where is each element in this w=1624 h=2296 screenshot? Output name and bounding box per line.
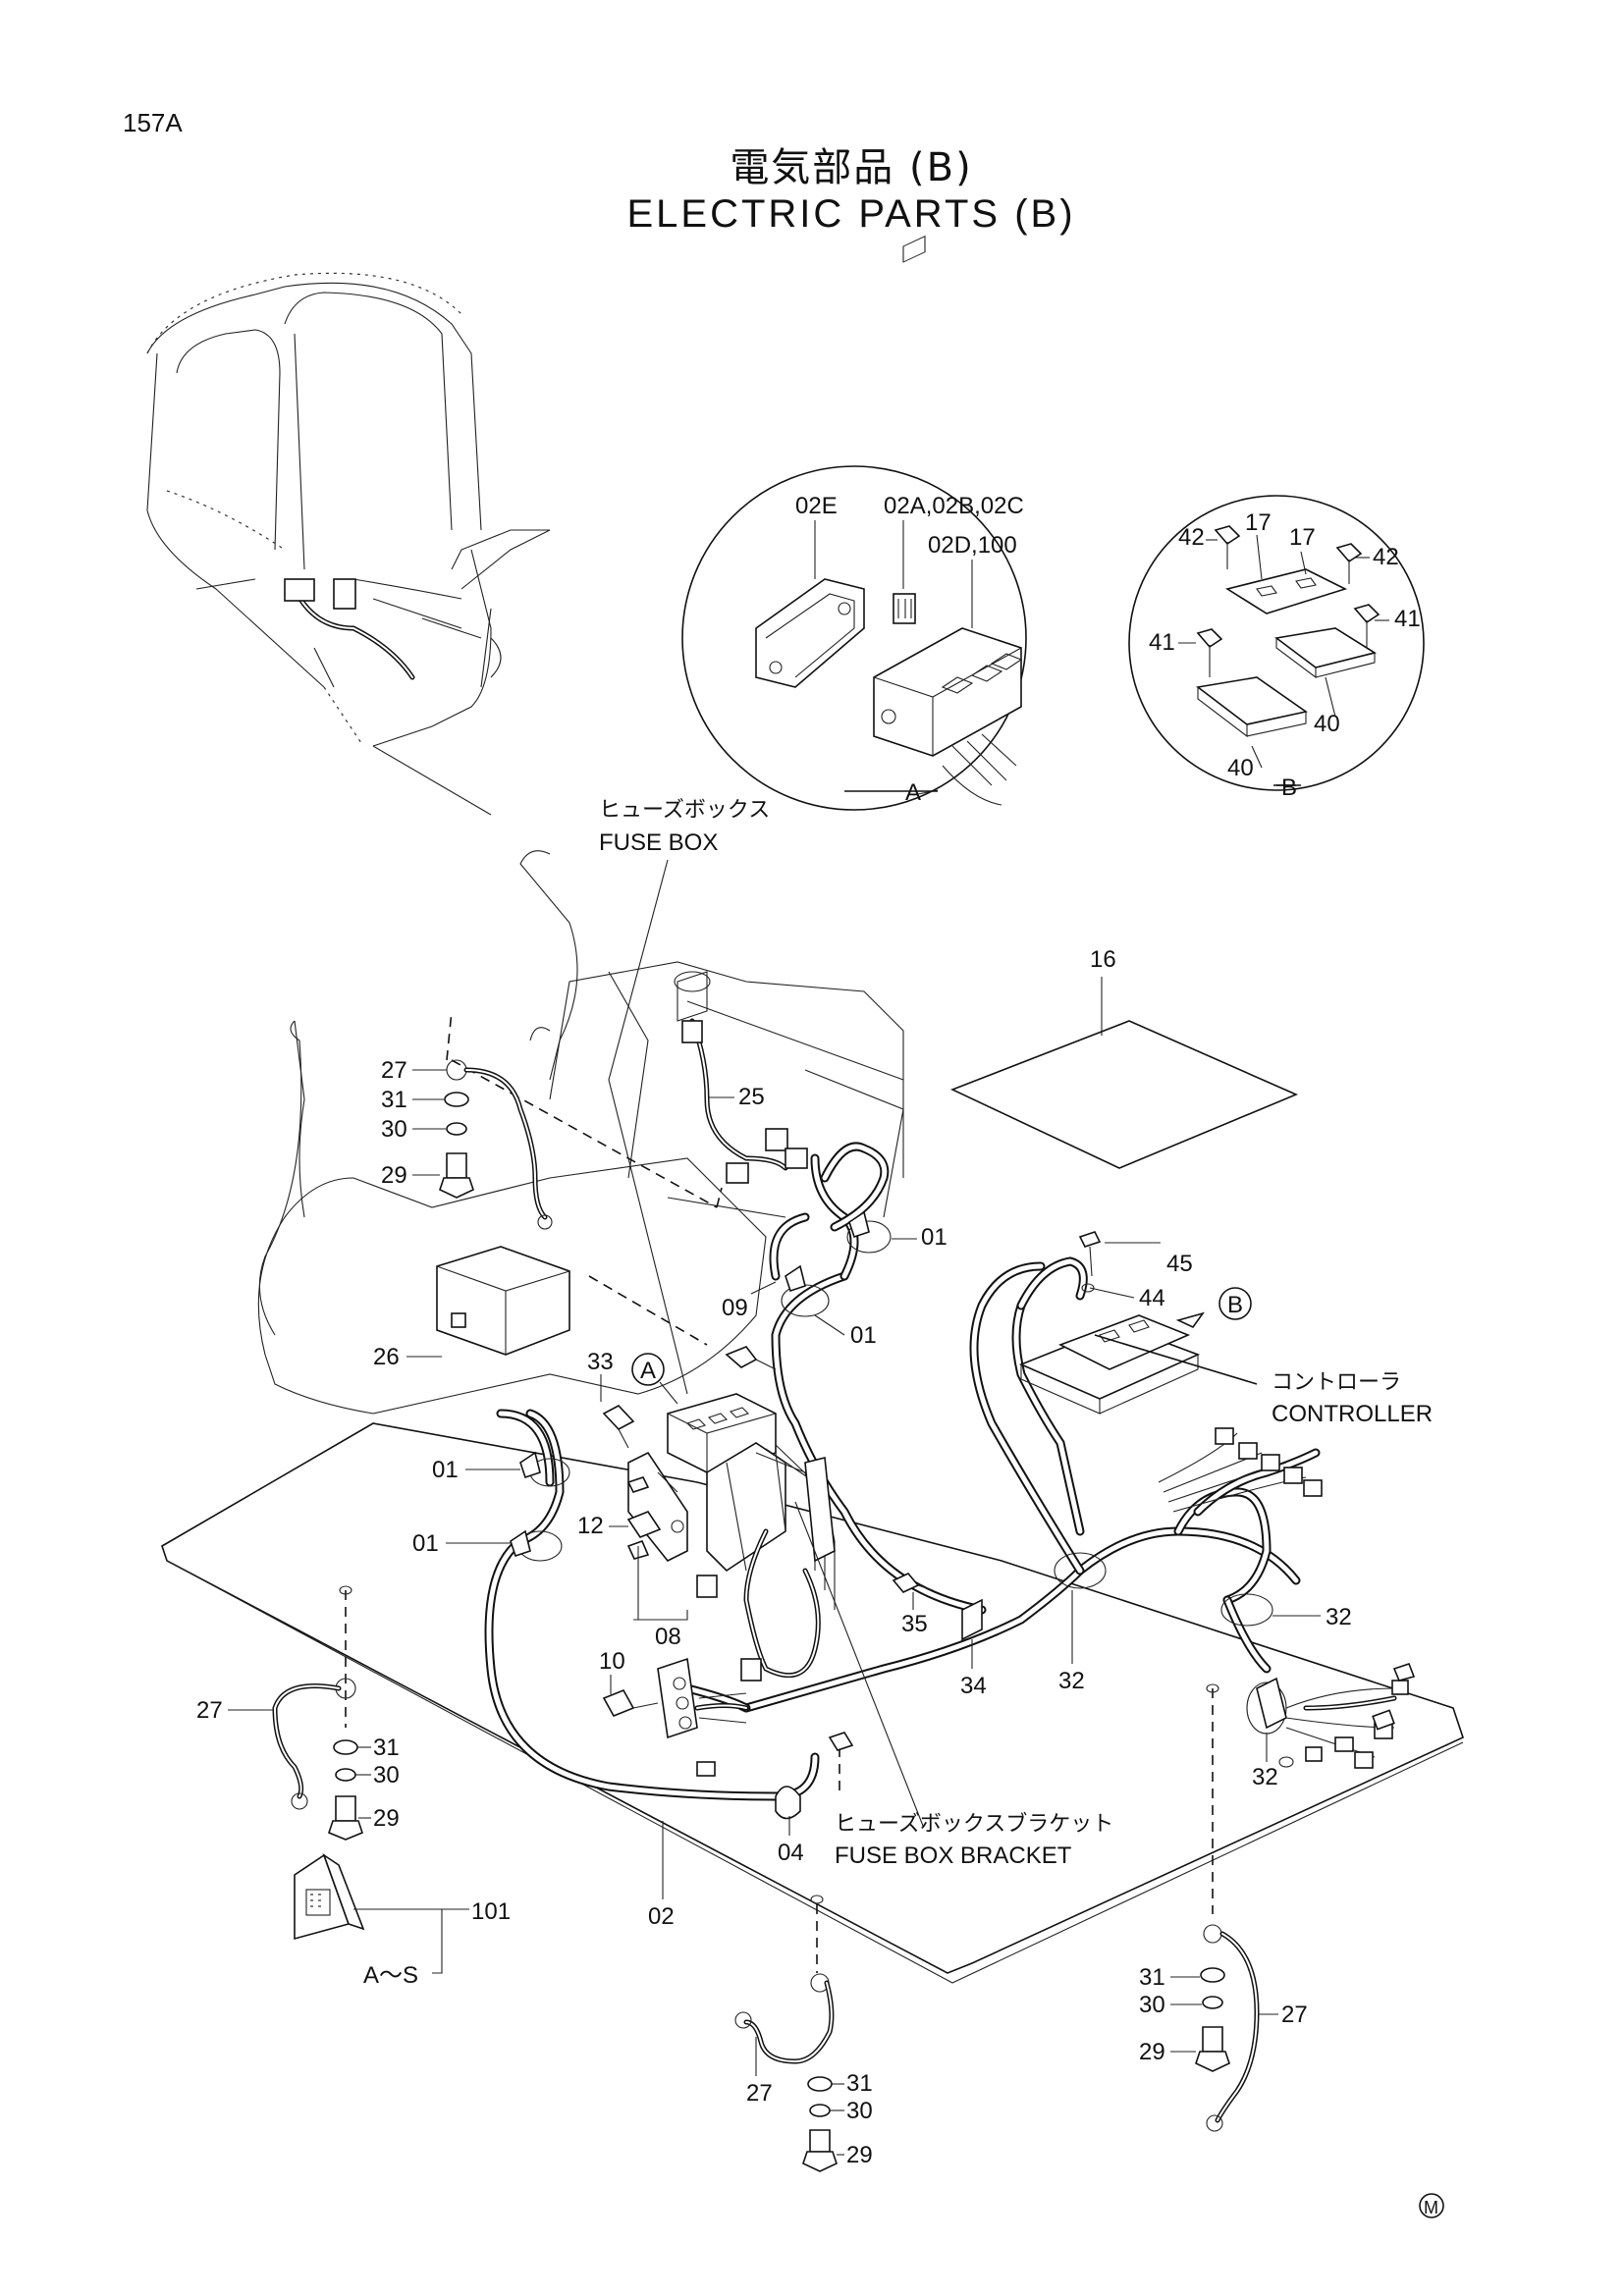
- fuse-box-bracket-label-japanese: ヒューズボックスブラケット: [835, 1812, 1113, 1837]
- label-26: 26: [373, 1344, 400, 1370]
- label-31-group-2: 31: [373, 1735, 400, 1761]
- detail-a-fuse-box: 02E 02A,02B,02C 02D,100 A: [681, 235, 1027, 811]
- label-31-group-4: 31: [1139, 1964, 1165, 1991]
- detail-b-controller-bracket: 42 17 17 42 41 41 40 40 B: [1128, 495, 1425, 801]
- circle-b-label: B: [1227, 1292, 1243, 1318]
- label-31-group-3: 31: [846, 2070, 873, 2097]
- label-45: 45: [1166, 1251, 1193, 1277]
- ground-strap-group-3: [734, 1895, 838, 2172]
- excavator-cab-illustration: [146, 272, 551, 816]
- circle-a-marker: [631, 1353, 665, 1386]
- label-01-a: 01: [921, 1224, 947, 1251]
- fuse-box-bracket-callout: ヒューズボックスブラケット FUSE BOX BRACKET: [794, 1501, 1113, 1869]
- label-01-c: 01: [432, 1457, 459, 1483]
- label-29-group-2: 29: [373, 1805, 400, 1832]
- manual-101: 101 A～S: [294, 1852, 511, 1989]
- label-33: 33: [587, 1349, 614, 1375]
- label-01-d: 01: [412, 1530, 439, 1557]
- bolt-35-and-clamp-34: [892, 1573, 983, 1641]
- label-27-group-3: 27: [746, 2080, 773, 2107]
- label-02a-02b-02c: 02A,02B,02C: [884, 493, 1024, 519]
- circle-a-label: A: [640, 1358, 656, 1384]
- part-number-labels: 45 44 25 01 01 01 01 09 26 33 12 08 10 3…: [196, 1057, 1352, 2168]
- m-mark: M: [1424, 2198, 1438, 2217]
- clamps-01: [510, 1210, 892, 1562]
- label-25: 25: [738, 1084, 765, 1110]
- page-title: ELECTRIC PARTS (B): [626, 192, 1076, 236]
- label-31-group-1: 31: [381, 1087, 407, 1113]
- floor-plate: [161, 850, 1464, 1984]
- ground-strap-group-2: [272, 1585, 363, 1841]
- label-32-c: 32: [1252, 1764, 1278, 1790]
- label-29-group-4: 29: [1139, 2039, 1165, 2065]
- detail-b-callout-label: B: [1281, 774, 1297, 801]
- fuse-box-label: FUSE BOX: [599, 829, 718, 856]
- fuse-box-bracket-label: FUSE BOX BRACKET: [835, 1842, 1072, 1869]
- relay-10: [602, 1657, 749, 1739]
- label-29-group-1: 29: [381, 1162, 407, 1189]
- ground-strap-group-4: [1195, 1683, 1260, 2132]
- label-08: 08: [655, 1624, 681, 1650]
- page-number: 157A: [123, 108, 183, 137]
- main-harness-02: [484, 1142, 1321, 1801]
- part-16-sheet: 16: [949, 946, 1299, 1169]
- label-04: 04: [778, 1840, 804, 1866]
- label-30-group-2: 30: [373, 1762, 400, 1789]
- fuse-box-callout: ヒューズボックス FUSE BOX: [599, 798, 770, 1395]
- label-42-left: 42: [1178, 524, 1205, 551]
- page-title-japanese: 電気部品 (B): [730, 145, 973, 190]
- clamp-04: [696, 1732, 854, 1820]
- controller-label-japanese: コントローラ: [1272, 1370, 1401, 1395]
- label-41-right: 41: [1394, 606, 1421, 632]
- label-09: 09: [722, 1295, 748, 1321]
- label-41-left: 41: [1149, 629, 1175, 656]
- controller-label: CONTROLLER: [1272, 1401, 1433, 1427]
- label-27-group-2: 27: [196, 1697, 223, 1724]
- harness-25: [674, 971, 808, 1184]
- label-44: 44: [1139, 1285, 1165, 1311]
- label-27-group-1: 27: [381, 1057, 407, 1084]
- label-17-left: 17: [1245, 509, 1272, 536]
- label-30-group-3: 30: [846, 2098, 873, 2124]
- label-40-bottom: 40: [1227, 755, 1254, 781]
- label-32-b: 32: [1326, 1604, 1352, 1630]
- label-a-to-s: A～S: [363, 1962, 418, 1989]
- controller-unit: B: [1016, 1231, 1323, 1513]
- ground-strap-group-1: [439, 1059, 553, 1230]
- right-connectors: [1054, 1552, 1416, 1769]
- battery-box: [436, 1246, 570, 1356]
- label-40-right: 40: [1314, 711, 1340, 737]
- label-02e: 02E: [795, 493, 838, 519]
- label-29-group-3: 29: [846, 2142, 873, 2168]
- label-30-group-4: 30: [1139, 1992, 1165, 2018]
- label-02d-100: 02D,100: [928, 532, 1017, 559]
- label-35: 35: [901, 1611, 928, 1637]
- fuse-box-main: [627, 1393, 836, 1682]
- label-101: 101: [471, 1898, 511, 1925]
- label-32-a: 32: [1058, 1668, 1085, 1694]
- label-30-group-1: 30: [381, 1116, 407, 1143]
- label-01-b: 01: [850, 1322, 877, 1349]
- fuse-box-label-japanese: ヒューズボックス: [599, 798, 770, 823]
- fuse-box-hardware: [602, 1346, 777, 1560]
- detail-a-callout-label: A: [905, 779, 921, 806]
- label-10: 10: [599, 1648, 625, 1675]
- label-02: 02: [648, 1903, 675, 1930]
- m-mark-circle: [1419, 2193, 1444, 2218]
- label-34: 34: [960, 1673, 987, 1699]
- label-27-group-4: 27: [1281, 2002, 1308, 2028]
- label-12: 12: [577, 1513, 604, 1539]
- label-17-right: 17: [1289, 524, 1316, 551]
- label-42-right: 42: [1373, 544, 1399, 570]
- label-16: 16: [1090, 946, 1116, 973]
